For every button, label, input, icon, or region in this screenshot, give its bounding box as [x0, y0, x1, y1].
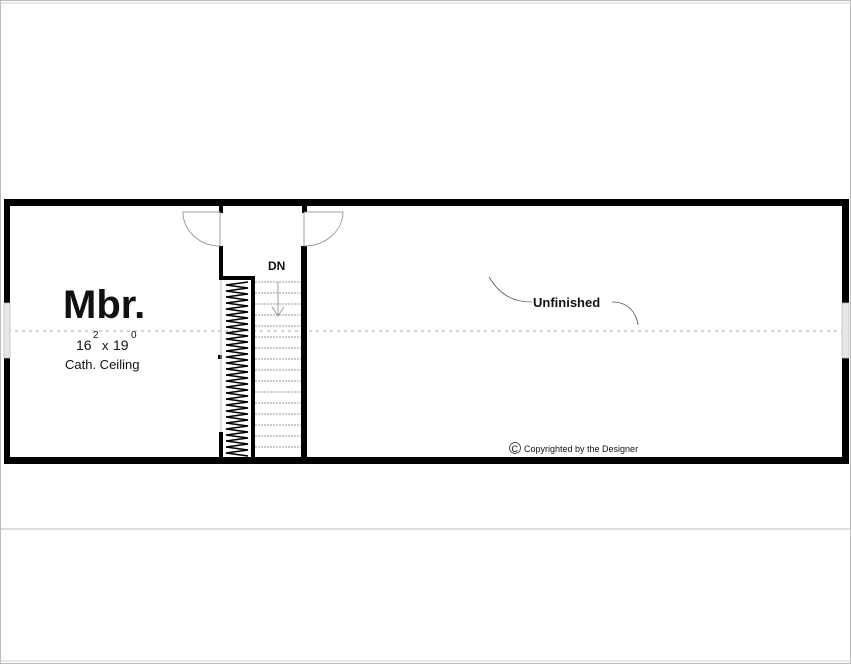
closet-shelving: [225, 281, 249, 457]
copyright-symbol: C: [512, 444, 519, 454]
copyright-text: Copyrighted by the Designer: [524, 444, 638, 454]
room-width-in: 2: [93, 330, 99, 341]
room-length-in: 0: [131, 330, 137, 341]
door-swing-right: [303, 211, 344, 247]
interior-walls: [218, 206, 307, 458]
unfinished-label: Unfinished: [533, 295, 600, 310]
window-left: [3, 302, 11, 359]
window-right: [841, 302, 850, 359]
unfinished-leader-left: [488, 276, 533, 303]
closet-zigzag: [225, 281, 249, 457]
stair-direction-arrow-icon: [271, 282, 285, 317]
room-name-mbr: Mbr.: [63, 283, 145, 327]
room-length-ft: 19: [113, 337, 129, 353]
room-ceiling: Cath. Ceiling: [65, 357, 139, 372]
room-width-ft: 16: [76, 337, 92, 353]
unfinished-leader-right: [611, 301, 639, 326]
exterior-walls: [4, 199, 849, 464]
copyright-icon: [509, 442, 521, 454]
door-swing-left: [182, 211, 221, 247]
stairs-dn-label: DN: [268, 259, 285, 273]
room-dim-by: x: [102, 338, 109, 353]
